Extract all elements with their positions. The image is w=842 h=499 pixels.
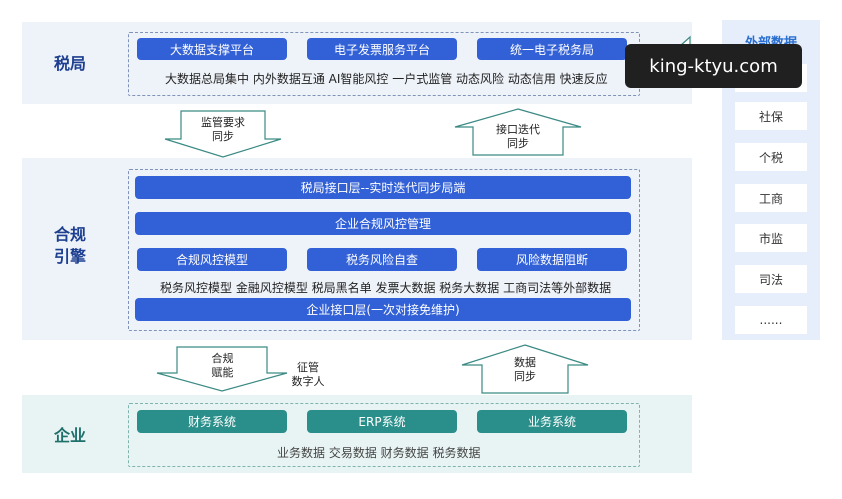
supervision-label-2: 同步: [212, 130, 234, 143]
external-item-social-security[interactable]: 社保: [735, 102, 807, 130]
enterprise-caption: 业务数据 交易数据 财务数据 税务数据: [277, 446, 481, 460]
digital-person-label-1: 征管: [297, 361, 319, 374]
enterprise-interface-layer-bar[interactable]: 企业接口层(一次对接免维护): [135, 298, 631, 321]
tax-risk-check-button[interactable]: 税务风险自查: [307, 248, 457, 271]
enterprise-label: 企业: [53, 426, 86, 445]
e-invoice-platform-button[interactable]: 电子发票服务平台: [307, 38, 457, 60]
compliance-model-button[interactable]: 合规风控模型: [137, 248, 287, 271]
digital-person-label-2: 数字人: [291, 375, 325, 388]
interface-iter-label-2: 同步: [507, 137, 529, 150]
down-arrow-compliance: [156, 346, 288, 392]
compliance-label-1: 合规: [211, 352, 234, 365]
finance-system-button[interactable]: 财务系统: [137, 410, 287, 433]
compliance-risk-management-bar[interactable]: 企业合规风控管理: [135, 212, 631, 235]
tax-bureau-label: 税局: [53, 54, 86, 73]
engine-label-1: 合规: [53, 225, 86, 244]
enterprise-dashed-box: [128, 403, 640, 467]
erp-system-button[interactable]: ERP系统: [307, 410, 457, 433]
tax-bureau-band: [22, 22, 692, 104]
external-item-more: ......: [735, 306, 807, 334]
tax-bureau-caption: 大数据总局集中 内外数据互通 AI智能风控 一户式监管 动态风险 动态信用 快速…: [165, 72, 608, 86]
enterprise-band: [22, 395, 692, 473]
e-tax-bureau-button[interactable]: 统一电子税务局: [477, 38, 627, 60]
down-arrow-supervision: [164, 110, 282, 158]
watermark: king-ktyu.com: [625, 44, 802, 88]
external-item-personal-tax[interactable]: 个税: [735, 143, 807, 171]
big-data-platform-button[interactable]: 大数据支撑平台: [137, 38, 287, 60]
business-system-button[interactable]: 业务系统: [477, 410, 627, 433]
data-sync-label-1: 数据: [514, 356, 536, 369]
compliance-label-2: 赋能: [211, 366, 234, 379]
data-sync-label-2: 同步: [514, 370, 536, 383]
tax-interface-layer-bar[interactable]: 税局接口层--实时迭代同步局端: [135, 176, 631, 199]
interface-iter-label-1: 接口迭代: [496, 123, 540, 136]
engine-caption: 税务风控模型 金融风控模型 税局黑名单 发票大数据 税务大数据 工商司法等外部数…: [160, 281, 612, 295]
engine-label-2: 引擎: [53, 247, 86, 266]
supervision-label-1: 监管要求: [201, 116, 245, 129]
risk-data-block-button[interactable]: 风险数据阻断: [477, 248, 627, 271]
external-item-judicial[interactable]: 司法: [735, 265, 807, 293]
engine-dashed-box: [128, 169, 640, 331]
up-arrow-data-sync: [461, 344, 589, 394]
up-arrow-interface: [454, 108, 582, 156]
external-item-industry-commerce[interactable]: 工商: [735, 184, 807, 212]
external-item-market-supervision[interactable]: 市监: [735, 224, 807, 252]
